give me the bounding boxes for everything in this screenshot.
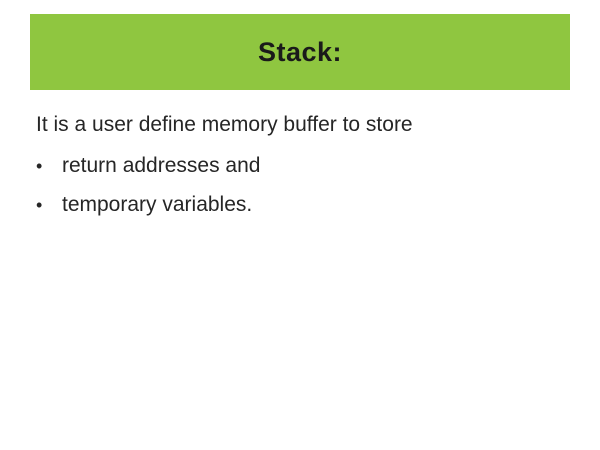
slide-body: It is a user define memory buffer to sto…: [36, 110, 566, 225]
bullet-text: return addresses and: [62, 154, 261, 178]
bullet-text: temporary variables.: [62, 193, 253, 217]
list-item: • temporary variables.: [36, 186, 566, 225]
bullet-icon: •: [36, 195, 43, 216]
bullet-icon: •: [36, 156, 43, 177]
list-item: • return addresses and: [36, 147, 566, 186]
intro-text: It is a user define memory buffer to sto…: [36, 113, 413, 136]
title-bar: Stack:: [30, 14, 570, 90]
slide-title: Stack:: [257, 36, 343, 67]
bullet-list: • return addresses and • temporary varia…: [36, 147, 566, 225]
